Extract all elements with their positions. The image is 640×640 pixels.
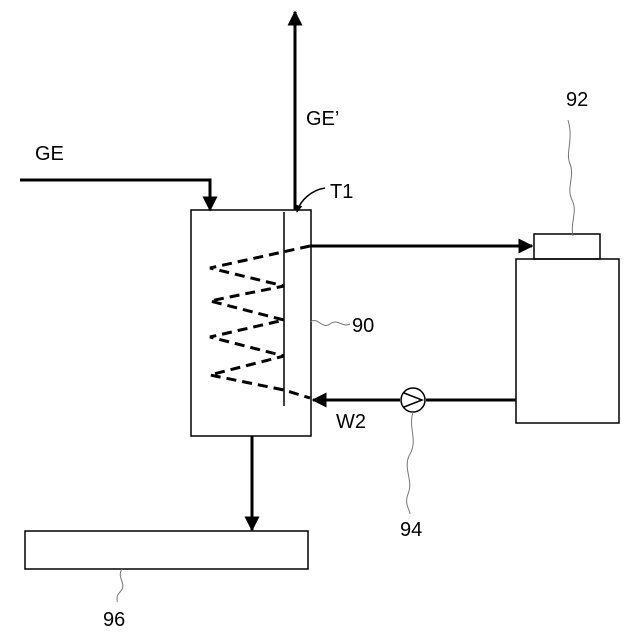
return-line-label: W2: [336, 411, 366, 433]
unit-92-body: [516, 259, 619, 423]
pump-94: [401, 388, 425, 412]
unit-92-label: 92: [566, 89, 588, 111]
vessel-90-label: 90: [352, 315, 374, 337]
unit-92-leader: [568, 120, 574, 236]
sensor-t1-leader: [297, 188, 325, 212]
tank-96-label: 96: [103, 609, 125, 631]
pump-94-leader: [407, 412, 414, 514]
vessel-90-leader: [310, 320, 350, 325]
unit-92-cap: [534, 234, 600, 259]
gas-outlet-label: GE’: [306, 108, 339, 130]
tank-96: [25, 531, 308, 569]
gas-inlet-label: GE: [35, 143, 64, 165]
vessel-90: [191, 210, 311, 436]
heat-exchanger-coil: [210, 246, 310, 398]
sensor-t1-label: T1: [330, 181, 353, 203]
gas-inlet-line: [20, 180, 210, 210]
pump-94-label: 94: [400, 519, 422, 541]
tank-96-leader: [117, 569, 123, 602]
